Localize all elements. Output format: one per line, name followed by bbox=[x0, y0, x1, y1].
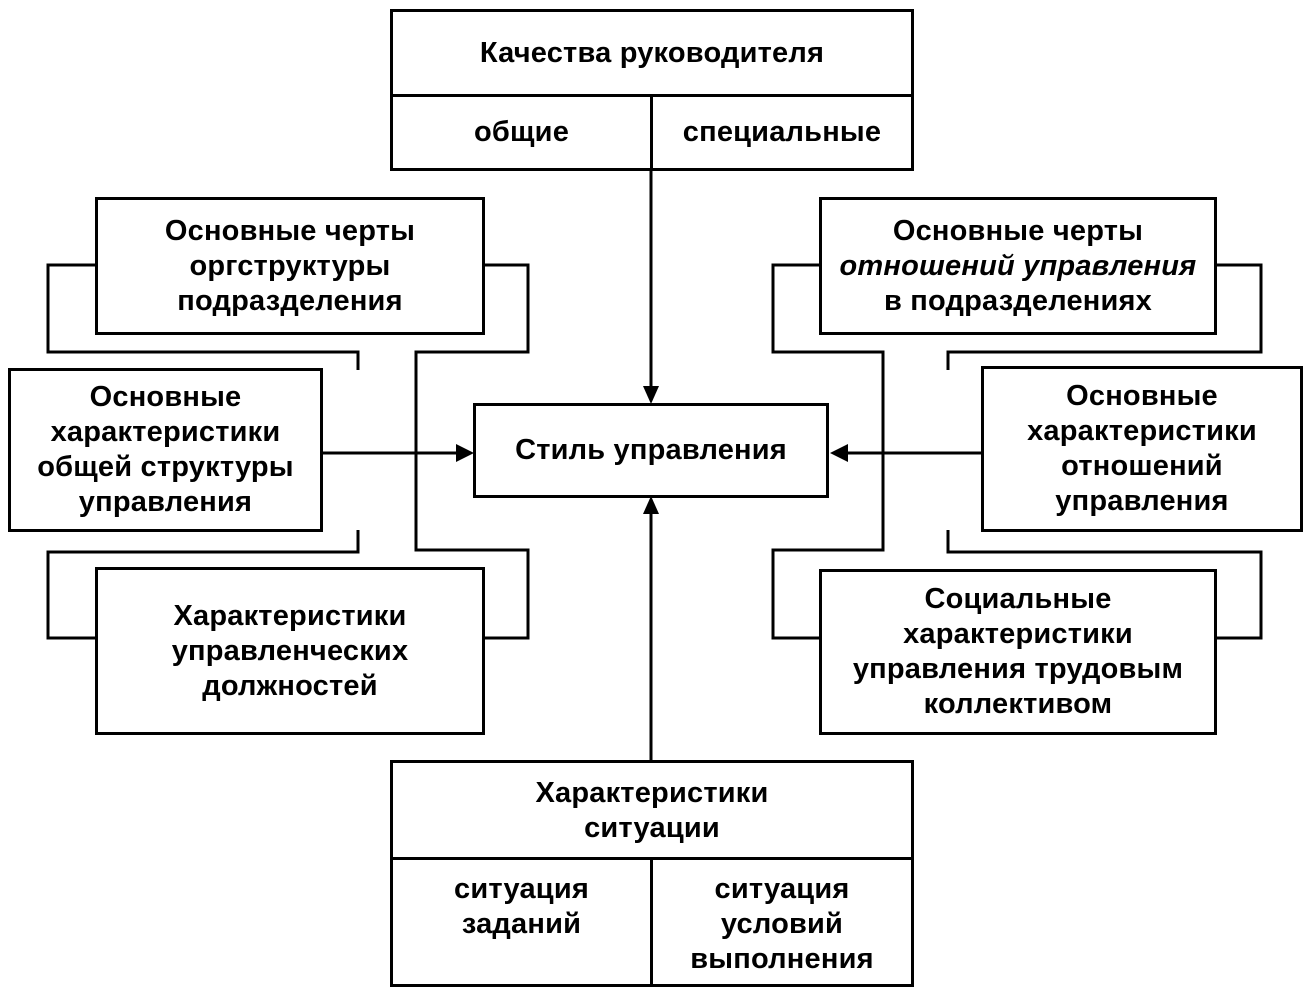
situation-box: Характеристики ситуации ситуация заданий… bbox=[390, 760, 914, 987]
arrowhead-left bbox=[830, 444, 848, 462]
box-line: Основные черты bbox=[164, 214, 416, 247]
box-line: управленческих bbox=[171, 634, 409, 667]
relations-characteristics-box: Основные характеристики отношений управл… bbox=[981, 366, 1303, 532]
box-line: управления трудовым bbox=[852, 653, 1184, 685]
management-style-box: Стиль управления bbox=[473, 403, 829, 498]
box-line: оргструктуры bbox=[189, 249, 391, 282]
left-bracket-outer-top bbox=[46, 263, 360, 370]
social-box: Социальные характеристики управления тру… bbox=[819, 569, 1217, 735]
quality-general: общие bbox=[473, 116, 570, 148]
box-line: управления bbox=[1055, 485, 1229, 517]
box-line: в подразделениях bbox=[883, 284, 1153, 317]
positions-box: Характеристики управленческих должностей bbox=[95, 567, 485, 735]
quality-special: специальные bbox=[682, 116, 882, 148]
left-bracket-outer-bottom bbox=[46, 530, 360, 640]
right-bracket-inner-bottom bbox=[946, 530, 1263, 640]
relations-features-box: Основные черты отношений управления в по… bbox=[819, 197, 1217, 335]
org-structure-box: Основные черты оргструктуры подразделени… bbox=[95, 197, 485, 335]
box-line: Характеристики bbox=[173, 599, 407, 632]
box-line: характеристики bbox=[1027, 415, 1257, 447]
general-structure-box: Основные характеристики общей структуры … bbox=[8, 368, 323, 532]
leader-qualities-title: Качества руководителя bbox=[479, 36, 825, 69]
box-line: характеристики bbox=[50, 416, 281, 448]
box-line: Социальные bbox=[924, 583, 1112, 615]
box-line: характеристики bbox=[903, 618, 1133, 650]
right-bracket-outer-top bbox=[771, 263, 885, 640]
right-bracket-inner-top bbox=[946, 263, 1263, 370]
arrowhead-down bbox=[643, 386, 659, 404]
situation-title: Характеристики ситуации bbox=[535, 776, 769, 844]
box-line: Основные bbox=[1066, 380, 1218, 412]
management-style-label: Стиль управления bbox=[515, 434, 787, 466]
box-line: отношений bbox=[1061, 450, 1223, 482]
left-bracket-inner-top bbox=[414, 263, 530, 640]
divider bbox=[650, 857, 653, 984]
box-line: Основные черты bbox=[892, 214, 1144, 247]
arrowhead-up bbox=[643, 496, 659, 514]
box-line: Основные bbox=[89, 381, 242, 413]
situation-conditions: ситуация условий выполнения bbox=[690, 873, 874, 975]
box-line: подразделения bbox=[177, 284, 403, 317]
box-line: коллективом bbox=[923, 688, 1113, 720]
box-line: должностей bbox=[202, 669, 378, 702]
arrowhead-right bbox=[456, 444, 474, 462]
situation-tasks: ситуация заданий bbox=[454, 873, 589, 940]
box-line: управления bbox=[78, 486, 253, 518]
leader-qualities-box: Качества руководителя общие специальные bbox=[390, 9, 914, 171]
box-line: отношений управления bbox=[839, 249, 1197, 282]
box-line: общей структуры bbox=[37, 451, 294, 483]
divider bbox=[650, 94, 653, 168]
